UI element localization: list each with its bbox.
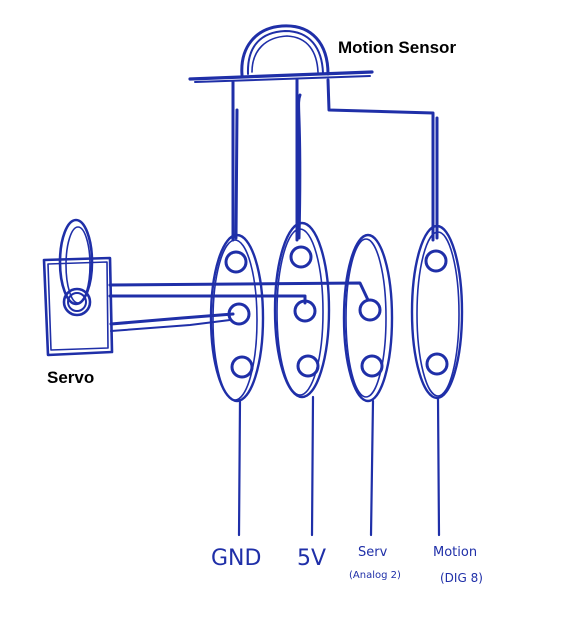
pin-hole	[296, 354, 320, 378]
header-outline	[209, 233, 265, 403]
servo-shaft	[62, 287, 92, 317]
motion-sensor-base	[188, 70, 374, 81]
pin-labels: GND 5V Serv (Analog 2) Motion (DIG 8)	[211, 545, 483, 585]
pin-header-gnd	[209, 233, 265, 403]
motion-sensor-lead-gnd	[231, 80, 239, 242]
header-outline	[342, 233, 394, 403]
pin-header-serv	[342, 233, 394, 403]
pin-note-motion: (DIG 8)	[440, 571, 483, 585]
pin-hole	[224, 250, 248, 274]
servo	[42, 218, 114, 357]
pin-hole	[425, 352, 449, 376]
header-outline	[273, 221, 331, 399]
pin-hole	[360, 354, 384, 378]
pin-header-5v	[273, 221, 331, 399]
pin-hole	[293, 299, 317, 323]
servo-body	[42, 256, 114, 357]
pin-hole	[289, 245, 313, 269]
servo-horn-stroke-2	[65, 226, 91, 304]
motion-sensor-dome-stroke-3	[251, 35, 319, 73]
servo-shaft-inner	[67, 292, 87, 312]
pin-label-gnd: GND	[211, 546, 261, 571]
pin-hole	[358, 298, 382, 322]
lead-motion	[436, 396, 441, 537]
lead-serv	[369, 399, 375, 537]
lead-5v	[310, 395, 315, 537]
motion-sensor-base-stroke-2	[194, 75, 371, 83]
servo-body-stroke-2	[47, 261, 109, 351]
pin-label-serv: Serv	[358, 545, 388, 560]
motion-sensor-dome-stroke-2	[246, 30, 324, 75]
pin-hole	[230, 355, 254, 379]
servo-wire-gnd-2	[110, 319, 231, 332]
header-outline-2	[276, 228, 324, 396]
lead-gnd	[237, 398, 242, 537]
header-outline-2	[416, 231, 460, 397]
pin-note-serv: (Analog 2)	[349, 570, 401, 581]
motion-sensor-lead-signal	[326, 78, 439, 242]
motion-sensor-dome	[240, 24, 330, 77]
servo-label: Servo	[47, 368, 94, 387]
output-leads	[237, 395, 441, 537]
header-outline-2	[212, 239, 258, 401]
pin-header-motion	[410, 224, 464, 400]
servo-horn	[58, 218, 94, 306]
pin-label-motion: Motion	[433, 545, 477, 560]
pin-hole	[227, 302, 251, 326]
motion-sensor-label: Motion Sensor	[338, 38, 456, 57]
servo-wire-signal	[108, 281, 370, 302]
pin-label-5v: 5V	[297, 546, 326, 571]
pin-hole	[424, 249, 448, 273]
motion-sensor	[188, 24, 439, 242]
servo-wire-gnd	[109, 312, 235, 326]
servo-wires	[108, 281, 370, 332]
header-outline-2	[345, 238, 387, 398]
motion-sensor-lead-5v	[295, 78, 302, 242]
